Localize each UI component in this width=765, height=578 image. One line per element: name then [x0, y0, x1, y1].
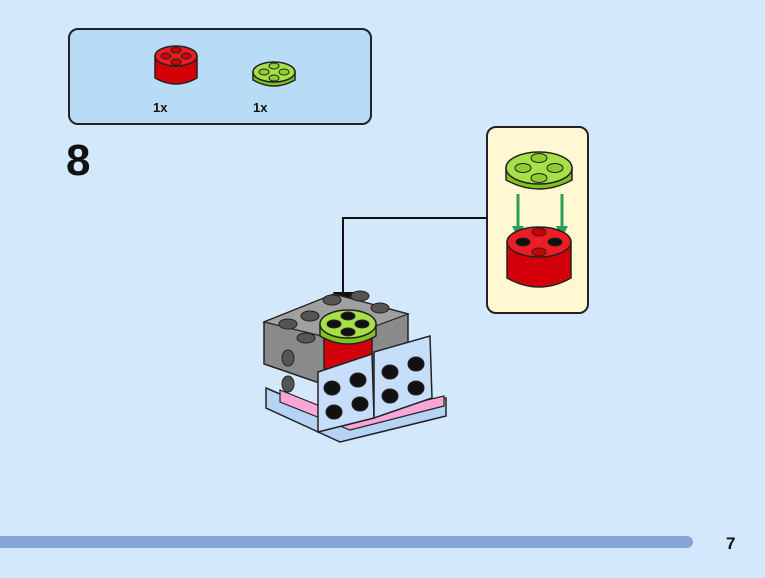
lime-round-plate-icon: [252, 61, 296, 87]
step-number: 8: [66, 136, 91, 185]
sub-assembly-callout: [486, 126, 589, 314]
page-number: 7: [726, 534, 736, 553]
progress-bar: [0, 536, 693, 548]
red-round-brick-quantity: 1x: [153, 100, 168, 115]
red-round-brick-icon: [154, 45, 198, 85]
callout-red-brick-icon: [506, 226, 572, 288]
callout-lime-plate-icon: [505, 151, 573, 190]
lime-round-plate-quantity: 1x: [253, 100, 268, 115]
parts-list-box: 1x 1x: [68, 28, 372, 125]
model-assembly-illustration: [262, 290, 447, 443]
